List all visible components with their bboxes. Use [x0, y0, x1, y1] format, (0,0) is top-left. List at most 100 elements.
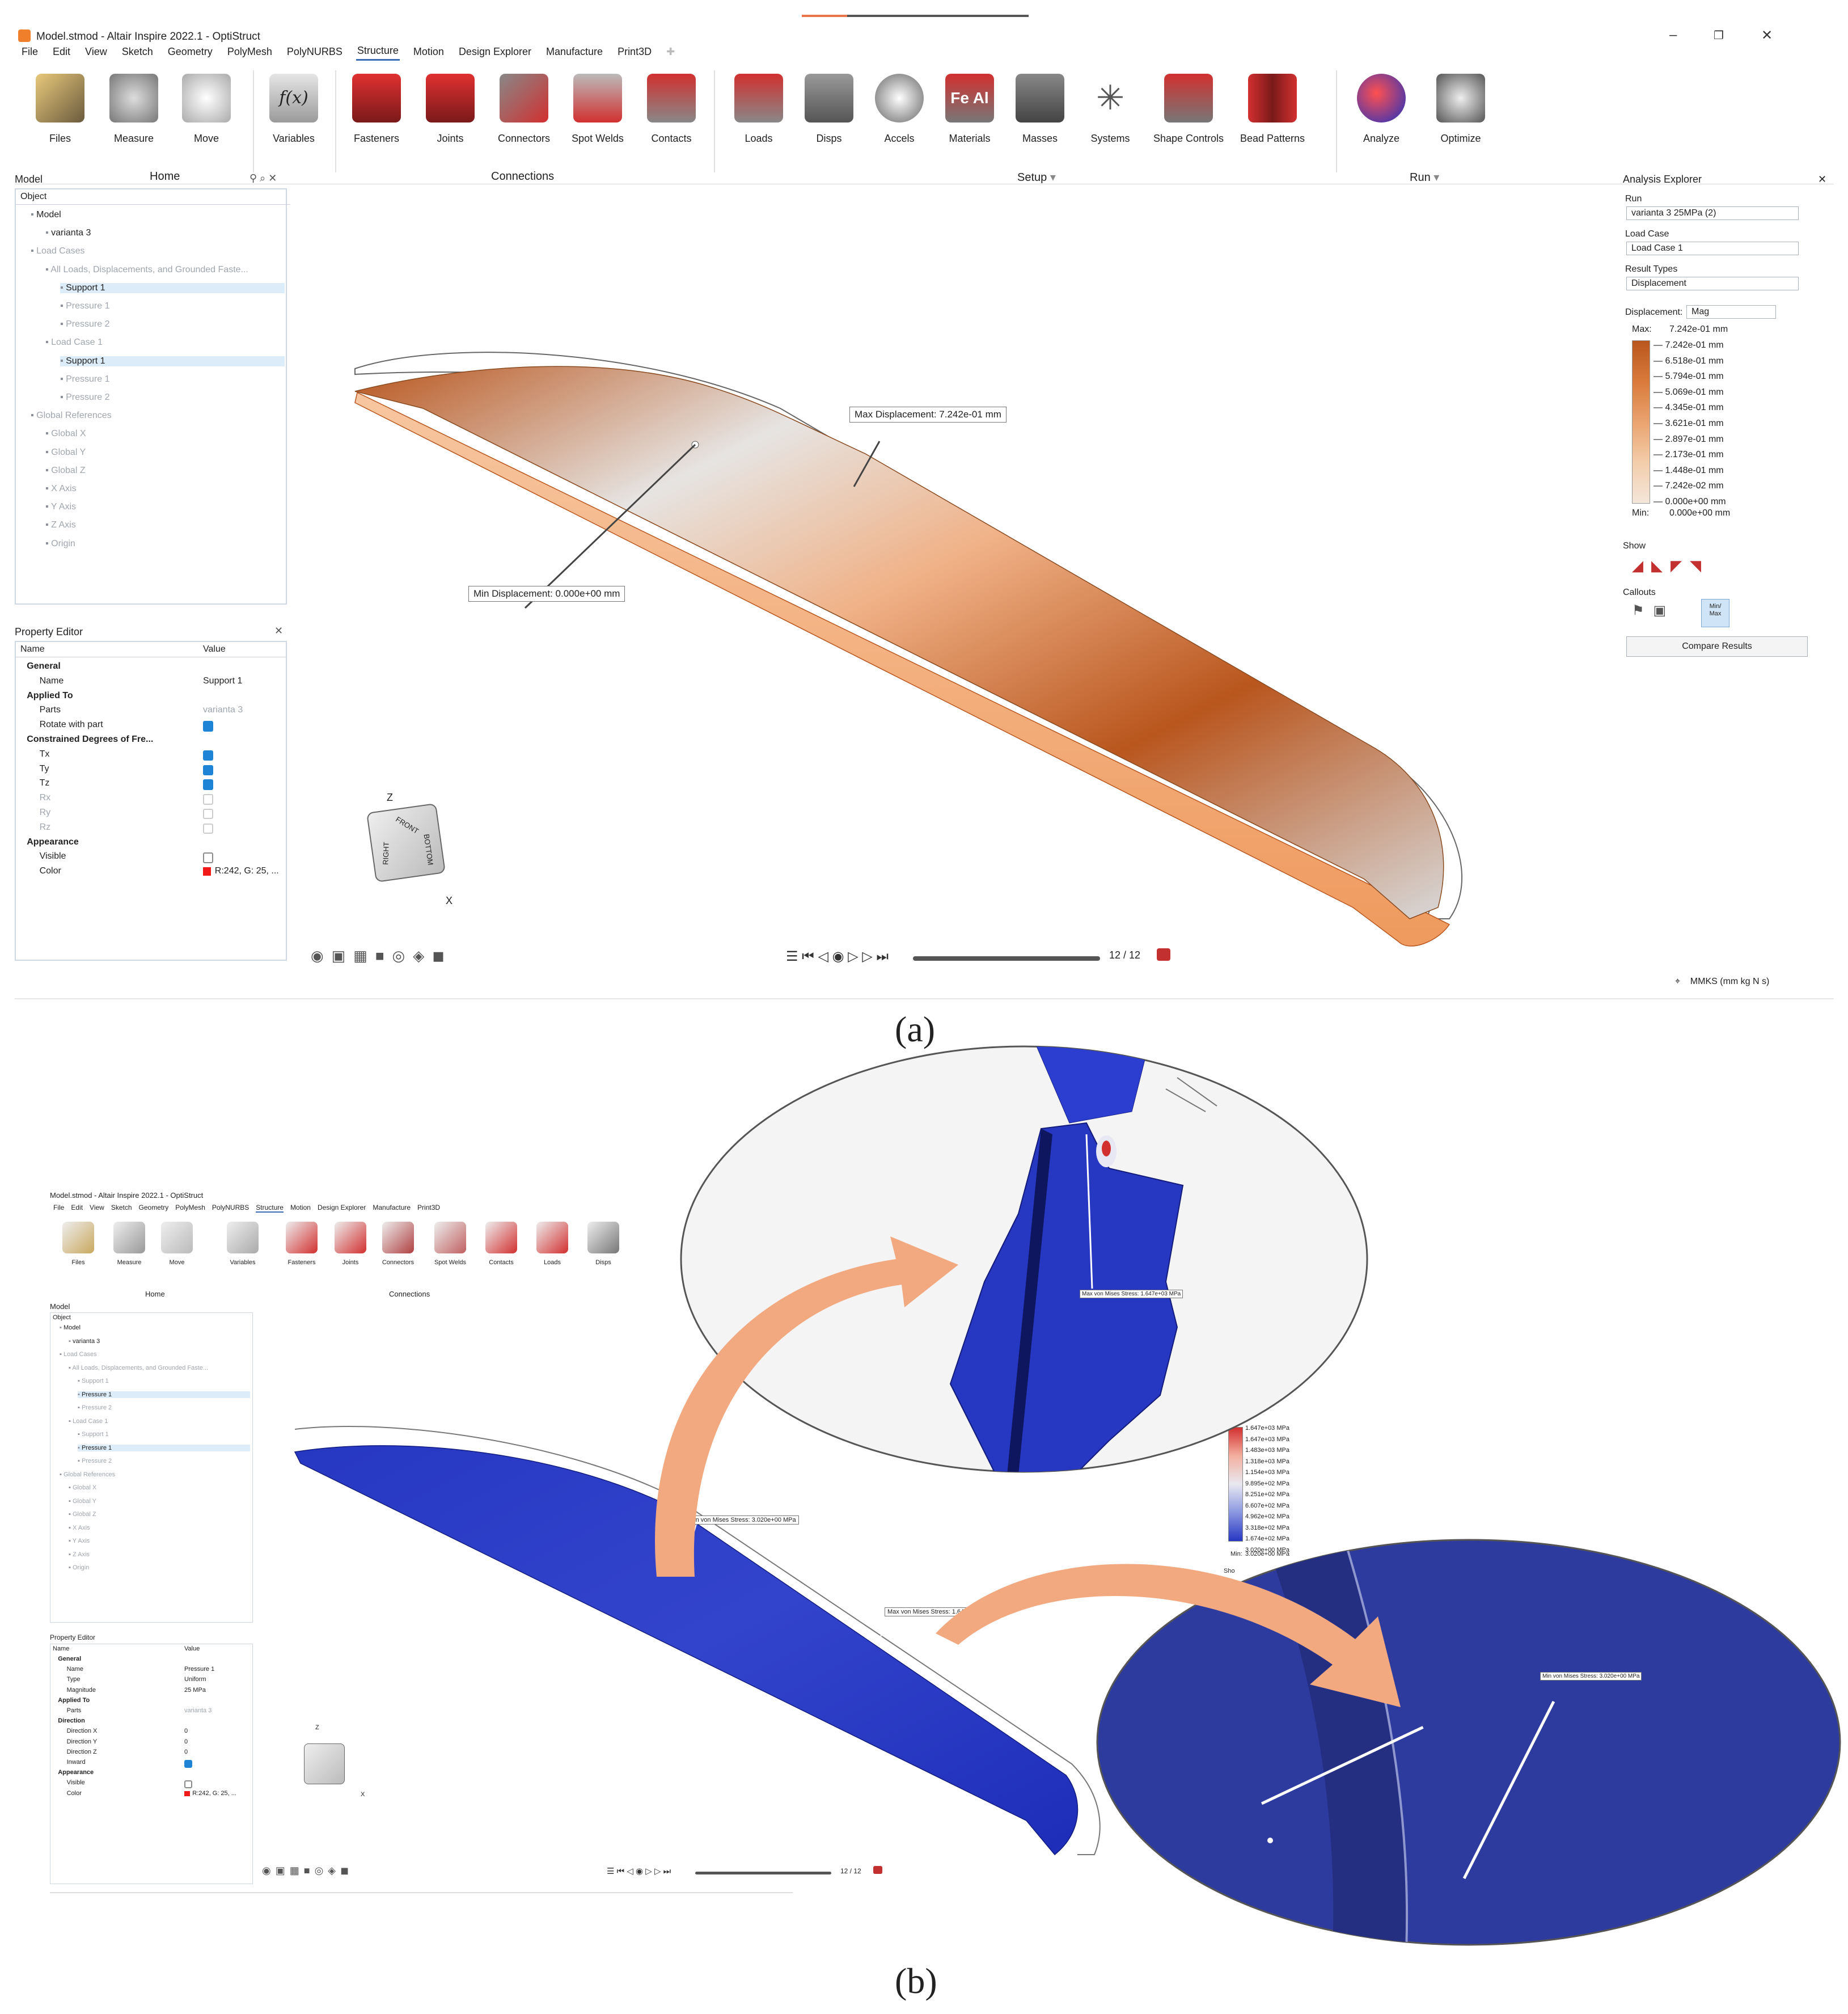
tree-row[interactable]: ▪ Pressure 1 [78, 1391, 250, 1398]
menu-sketch[interactable]: Sketch [121, 45, 153, 57]
masses-tool[interactable]: Masses [1006, 74, 1074, 145]
menu-item[interactable]: Manufacture [373, 1204, 411, 1211]
tree-row[interactable]: ▪ Pressure 2 [60, 392, 110, 403]
menu-item[interactable]: PolyNURBS [212, 1204, 249, 1211]
group-run[interactable]: Run ▾ [1410, 170, 1439, 184]
tree-row[interactable]: ▪ Model [31, 210, 61, 220]
tree-row[interactable]: ▪ Support 1 [60, 282, 285, 293]
ribbon-tool[interactable]: Joints [328, 1222, 373, 1266]
move-tool[interactable]: Move [172, 74, 240, 145]
menu-item[interactable]: Edit [71, 1204, 83, 1211]
tree-row[interactable]: ▪ Global X [45, 429, 86, 439]
joints-tool[interactable]: Joints [416, 74, 484, 145]
view-toolbar[interactable]: ◉▣▦■◎◈◼ [311, 947, 453, 964]
property-value[interactable]: R:242, G: 25, ... [203, 866, 279, 876]
tree-row[interactable]: ▪ Y Axis [45, 502, 76, 512]
property-checkbox[interactable] [184, 1760, 192, 1768]
panel-tools-icons[interactable]: ⚲ ⌕ ✕ [249, 172, 277, 184]
menu-polynurbs[interactable]: PolyNURBS [286, 45, 342, 57]
property-value[interactable]: varianta 3 [203, 705, 243, 715]
tree-row[interactable]: ▪ Load Case 1 [69, 1418, 108, 1425]
menu-polymesh[interactable]: PolyMesh [227, 45, 272, 57]
property-checkbox[interactable] [203, 852, 214, 863]
tree-row[interactable]: ▪ Support 1 [78, 1431, 109, 1438]
tree-row[interactable]: ▪ Load Cases [60, 1351, 97, 1358]
ribbon-tool[interactable]: Connectors [375, 1222, 421, 1266]
menu-motion[interactable]: Motion [413, 45, 444, 57]
menu-geometry[interactable]: Geometry [167, 45, 213, 57]
menu-item[interactable]: Sketch [111, 1204, 132, 1211]
tree-row[interactable]: ▪ Z Axis [45, 520, 76, 530]
property-value[interactable]: Support 1 [203, 675, 243, 686]
property-value[interactable]: R:242, G: 25, ... [184, 1790, 236, 1797]
tree-row[interactable]: ▪ Pressure 2 [78, 1458, 112, 1464]
spot-welds-tool[interactable]: Spot Welds [564, 74, 632, 145]
displacement-mode-select[interactable]: Mag [1686, 305, 1776, 319]
analyze-tool[interactable]: Analyze [1347, 74, 1415, 145]
menu-item[interactable]: View [90, 1204, 104, 1211]
property-value[interactable]: 25 MPa [184, 1686, 206, 1694]
ribbon-tool[interactable]: Fasteners [279, 1222, 324, 1266]
tree-row[interactable]: ▪ Support 1 [78, 1378, 109, 1384]
accels-tool[interactable]: Accels [865, 74, 933, 145]
playback-controls[interactable]: ☰ ⏮ ◁ ◉ ▷ ▷ ⏭ [786, 949, 889, 964]
tree-row[interactable]: ▪ Load Case 1 [45, 337, 103, 348]
run-select[interactable]: varianta 3 25MPa (2) [1626, 206, 1799, 220]
tree-row[interactable]: ▪ Global Y [69, 1498, 96, 1505]
tree-row[interactable]: ▪ Global Z [69, 1511, 96, 1518]
tree-row[interactable]: ▪ Model [60, 1324, 81, 1331]
ribbon-tool[interactable]: Contacts [479, 1222, 524, 1266]
menu-file[interactable]: File [22, 45, 39, 57]
tree-row[interactable]: ▪ Pressure 1 [60, 374, 110, 385]
property-checkbox[interactable] [203, 765, 214, 775]
minmax-toggle[interactable]: Min/ Max [1701, 599, 1729, 627]
tree-row[interactable]: ▪ Load Cases [31, 246, 85, 256]
menu-item[interactable]: File [53, 1204, 65, 1211]
property-value[interactable]: varianta 3 [184, 1707, 212, 1714]
color-swatch[interactable] [203, 867, 212, 876]
optimize-tool[interactable]: Optimize [1427, 74, 1495, 145]
ribbon-tool[interactable]: Variables [220, 1222, 265, 1266]
tree-row[interactable]: ▪ X Axis [45, 484, 77, 494]
tree-row[interactable]: ▪ varianta 3 [69, 1338, 100, 1345]
tree-row[interactable]: ▪ X Axis [69, 1525, 90, 1531]
systems-tool[interactable]: ✳Systems [1076, 74, 1144, 145]
property-checkbox[interactable] [203, 750, 214, 761]
tree-row[interactable]: ▪ All Loads, Displacements, and Grounded… [69, 1365, 208, 1371]
variables-tool[interactable]: f(x)Variables [260, 74, 328, 145]
menu-view[interactable]: View [85, 45, 107, 57]
property-value[interactable]: 0 [184, 1748, 188, 1755]
property-checkbox[interactable] [203, 721, 214, 732]
min-stress-callout[interactable]: Min von Mises Stress: 3.020e+00 MPa [686, 1515, 799, 1525]
restore-button[interactable]: ❐ [1714, 29, 1724, 42]
tree-row[interactable]: ▪ Z Axis [69, 1551, 90, 1558]
tree-row[interactable]: ▪ Pressure 1 [60, 301, 110, 311]
tree-row[interactable]: ▪ All Loads, Displacements, and Grounded… [45, 265, 248, 275]
menu-print3d[interactable]: Print3D [618, 45, 652, 57]
ribbon-tool[interactable]: Move [154, 1222, 200, 1266]
tree-row[interactable]: ▪ varianta 3 [45, 228, 91, 238]
property-value[interactable]: 0 [184, 1728, 188, 1735]
property-checkbox[interactable] [203, 779, 214, 790]
property-checkbox[interactable] [184, 1780, 192, 1789]
close-icon[interactable]: ✕ [274, 625, 284, 636]
menu-item[interactable]: Design Explorer [317, 1204, 366, 1211]
color-swatch[interactable] [184, 1791, 190, 1797]
tree-row[interactable]: ▪ Origin [69, 1564, 89, 1571]
contacts-tool[interactable]: Contacts [637, 74, 705, 145]
playback-slider[interactable] [913, 956, 1100, 961]
record-icon[interactable] [1157, 948, 1170, 961]
property-value[interactable]: Pressure 1 [184, 1666, 215, 1673]
callout-toggles[interactable]: ⚑▣ [1632, 603, 1676, 618]
tree-row[interactable]: ▪ Support 1 [60, 356, 285, 366]
tree-row[interactable]: ▪ Global X [69, 1484, 96, 1491]
menu-item[interactable]: Structure [256, 1204, 284, 1213]
view-cube[interactable]: FRONT RIGHT BOTTOM [366, 803, 446, 883]
menu-design-explorer[interactable]: Design Explorer [458, 45, 531, 57]
units-indicator[interactable]: ⌖ MMKS (mm kg N s) [1675, 977, 1769, 987]
tree-row[interactable]: ▪ Origin [45, 539, 75, 549]
max-displacement-callout[interactable]: Max Displacement: 7.242e-01 mm [849, 407, 1007, 423]
tree-row[interactable]: ▪ Pressure 2 [78, 1404, 112, 1411]
minimize-button[interactable]: – [1669, 27, 1677, 43]
menu-item[interactable]: Motion [290, 1204, 311, 1211]
